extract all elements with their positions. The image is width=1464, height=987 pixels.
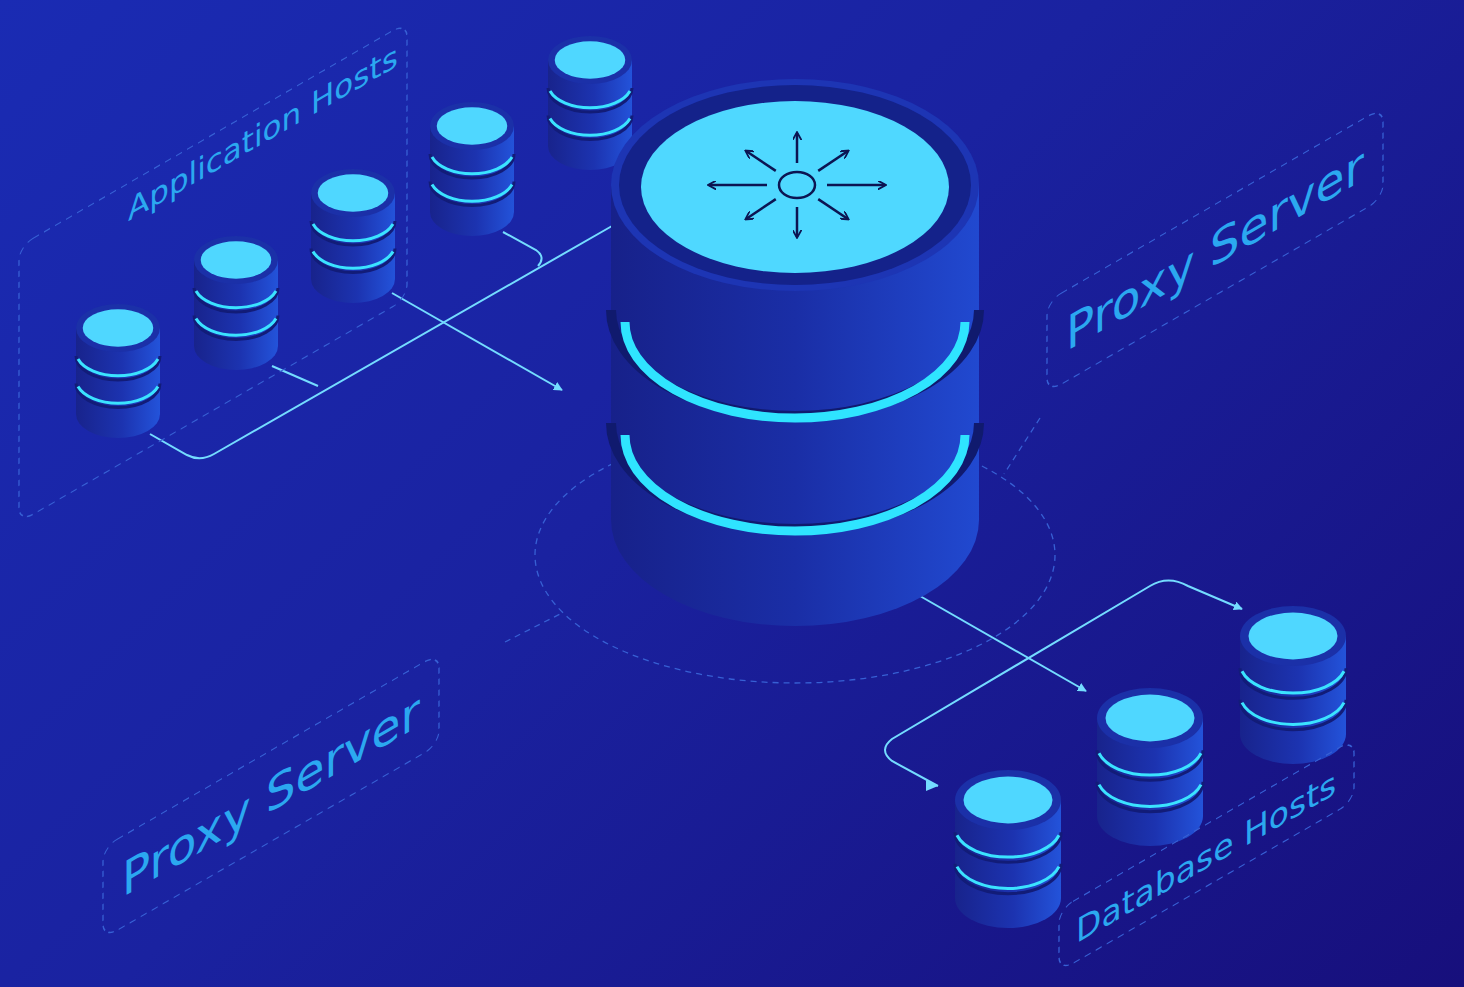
hub-arrow <box>709 184 767 187</box>
dashed-outline <box>19 22 407 522</box>
region-label: Application Hosts <box>128 37 398 230</box>
host-cylinder <box>76 304 160 438</box>
label-region: Proxy Server <box>102 652 440 940</box>
dashed-outline <box>1059 739 1354 971</box>
label-region: Database Hosts <box>1058 738 1355 973</box>
region-label: Proxy Server <box>1066 135 1364 363</box>
hub-icon <box>779 172 815 198</box>
dashed-leader <box>505 614 560 642</box>
flow-line <box>272 366 318 386</box>
hub-arrow <box>818 151 848 171</box>
arrow-head <box>926 780 938 791</box>
hub-arrow <box>796 207 799 237</box>
label-region: Proxy Server <box>1046 106 1384 394</box>
dashed-outline <box>103 653 439 938</box>
host-cylinder <box>194 236 278 370</box>
flow-line <box>392 293 562 390</box>
dashed-leader <box>1004 418 1040 474</box>
host-cylinder <box>1240 606 1346 764</box>
hub-arrow <box>746 151 776 171</box>
hub-arrow <box>827 184 885 187</box>
host-cylinder <box>955 770 1061 928</box>
dashed-outline <box>1047 107 1383 392</box>
flow-line <box>150 226 612 458</box>
host-cylinder <box>548 36 632 170</box>
region-label: Proxy Server <box>122 681 420 909</box>
hub-arrow <box>746 199 776 219</box>
hub-arrow <box>818 199 848 219</box>
region-label: Database Hosts <box>1076 762 1337 952</box>
host-cylinder <box>430 102 514 236</box>
label-region: Application Hosts <box>18 21 408 524</box>
host-cylinder <box>1097 688 1203 846</box>
flow-line <box>920 596 1086 691</box>
proxy-cylinder <box>611 79 979 626</box>
host-cylinder <box>311 169 395 303</box>
flow-line <box>503 232 542 266</box>
hub-arrow <box>796 133 799 163</box>
